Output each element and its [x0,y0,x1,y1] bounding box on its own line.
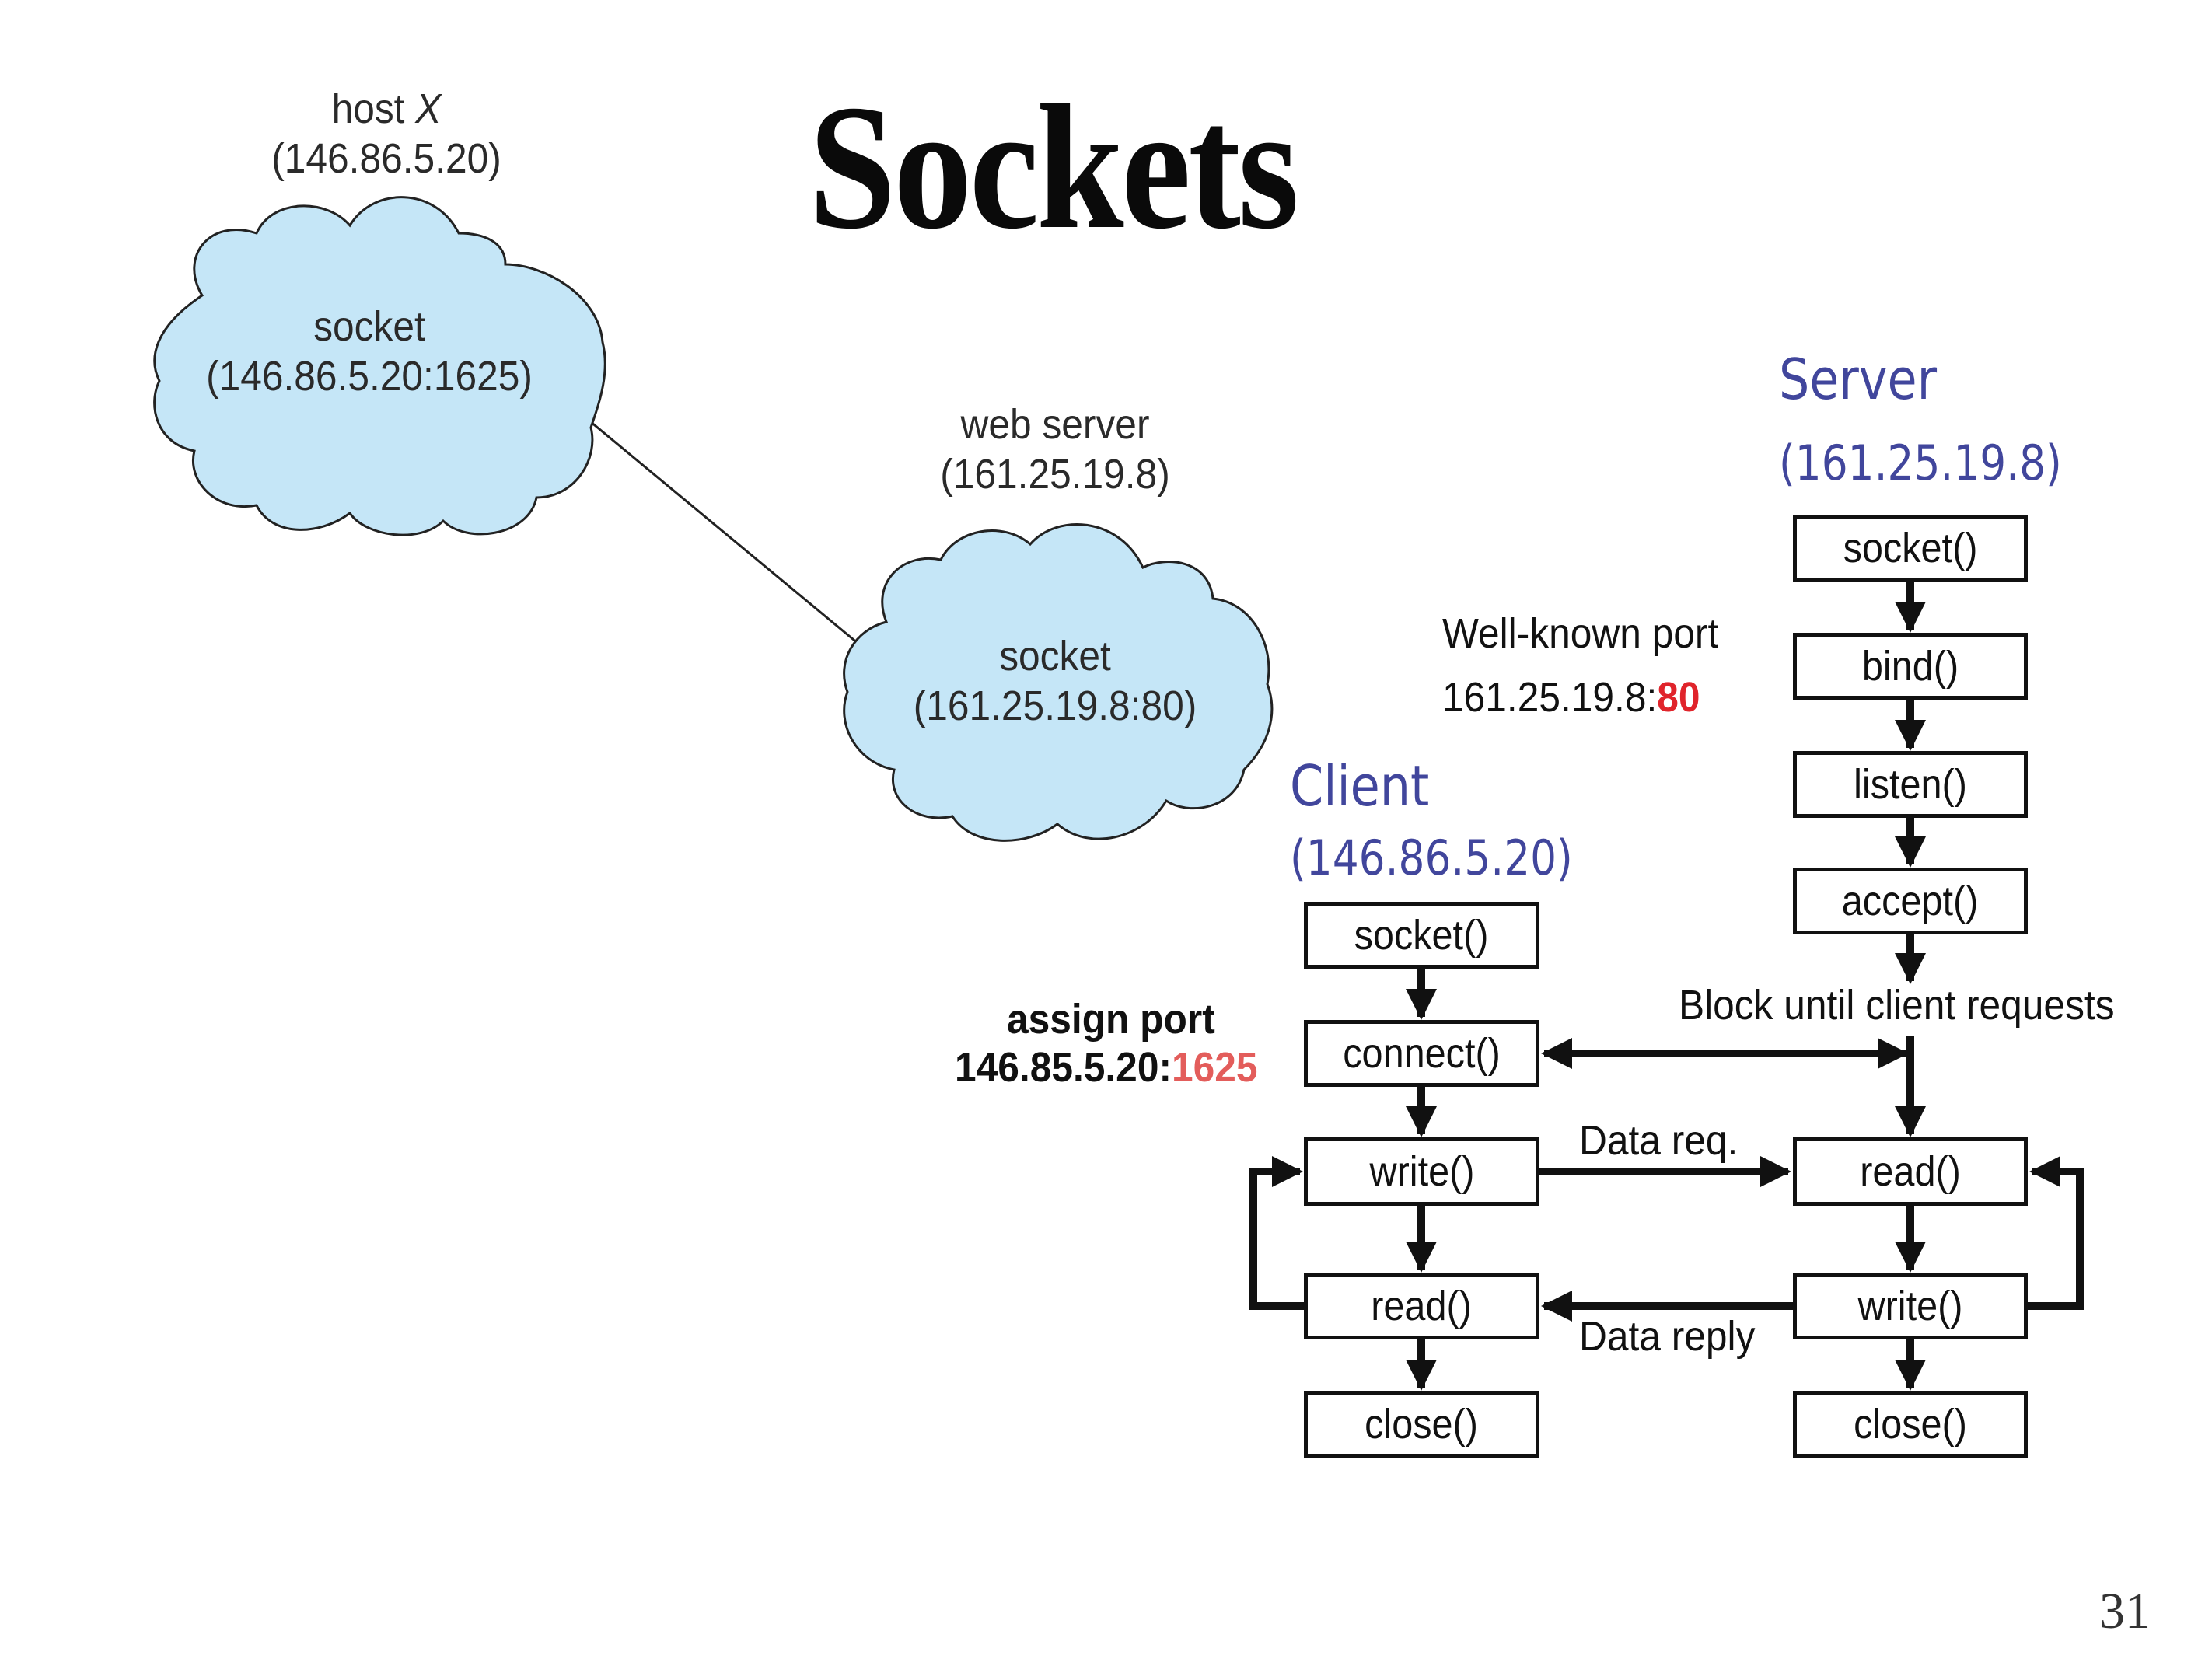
client-step-socket-label: socket() [1354,912,1489,959]
slide-title: Sockets [809,68,1299,266]
arrow-client-loop [1249,1156,1304,1310]
data-request-label: Data req. [1579,1117,1738,1164]
assign-port-address: 146.85.5.20:1625 [955,1046,1258,1088]
server-step-bind: bind() [1793,633,2028,700]
client-step-connect: connect() [1304,1020,1539,1087]
client-ip: (146.86.5.20) [1290,830,1573,886]
client-title: Client [1290,753,1430,819]
connection-line [576,409,877,660]
host-label: host X [279,84,494,134]
server-step-socket-label: socket() [1843,525,1978,571]
assign-port-label: assign port [1007,996,1215,1043]
client-step-write: write() [1304,1137,1539,1206]
host-variable: X [415,86,442,132]
web-server-socket-address: (161.25.19.8:80) [913,683,1197,729]
well-known-port-label: Well-known port [1442,610,1719,657]
server-step-read: read() [1793,1137,2028,1206]
data-reply-label: Data reply [1579,1313,1756,1360]
server-step-close: close() [1793,1391,2028,1458]
server-step-close-label: close() [1854,1401,1967,1448]
server-step-socket: socket() [1793,515,2028,582]
client-step-close: close() [1304,1391,1539,1458]
web-server-socket-label: socket [999,633,1111,679]
well-known-port-number: 80 [1657,674,1700,721]
client-step-write-label: write() [1368,1148,1474,1195]
server-step-read-label: read() [1860,1148,1961,1195]
server-step-write: write() [1793,1273,2028,1339]
server-cloud [843,523,1274,842]
web-server-label: web server [960,401,1150,448]
client-step-read-label: read() [1371,1283,1473,1329]
well-known-ip: 161.25.19.8: [1442,674,1658,721]
assign-port-number: 1625 [1171,1044,1258,1091]
web-server-ip: (161.25.19.8) [940,451,1170,498]
client-step-close-label: close() [1365,1401,1479,1448]
host-ip: (146.86.5.20) [271,135,501,182]
server-title: Server [1779,347,1938,412]
well-known-port-address: 161.25.19.8:80 [1442,676,1700,718]
server-step-accept: accept() [1793,868,2028,934]
client-step-connect-label: connect() [1343,1030,1501,1077]
host-label-text: host [331,86,416,132]
arrow-server-loop [2028,1156,2084,1310]
server-ip: (161.25.19.8) [1779,435,2062,491]
client-step-read: read() [1304,1273,1539,1339]
server-step-bind-label: bind() [1861,643,1959,690]
server-step-write-label: write() [1857,1283,1963,1329]
server-step-listen-label: listen() [1854,761,1967,808]
server-step-accept-label: accept() [1842,878,1979,924]
host-socket-label: socket [313,303,425,350]
client-step-socket: socket() [1304,902,1539,969]
block-note: Block until client requests [1679,982,2115,1029]
host-socket-address: (146.86.5.20:1625) [206,353,533,400]
assign-ip: 146.85.5.20: [955,1044,1172,1091]
server-step-listen: listen() [1793,751,2028,818]
host-cloud [153,196,606,536]
page-number: 31 [2099,1583,2151,1640]
